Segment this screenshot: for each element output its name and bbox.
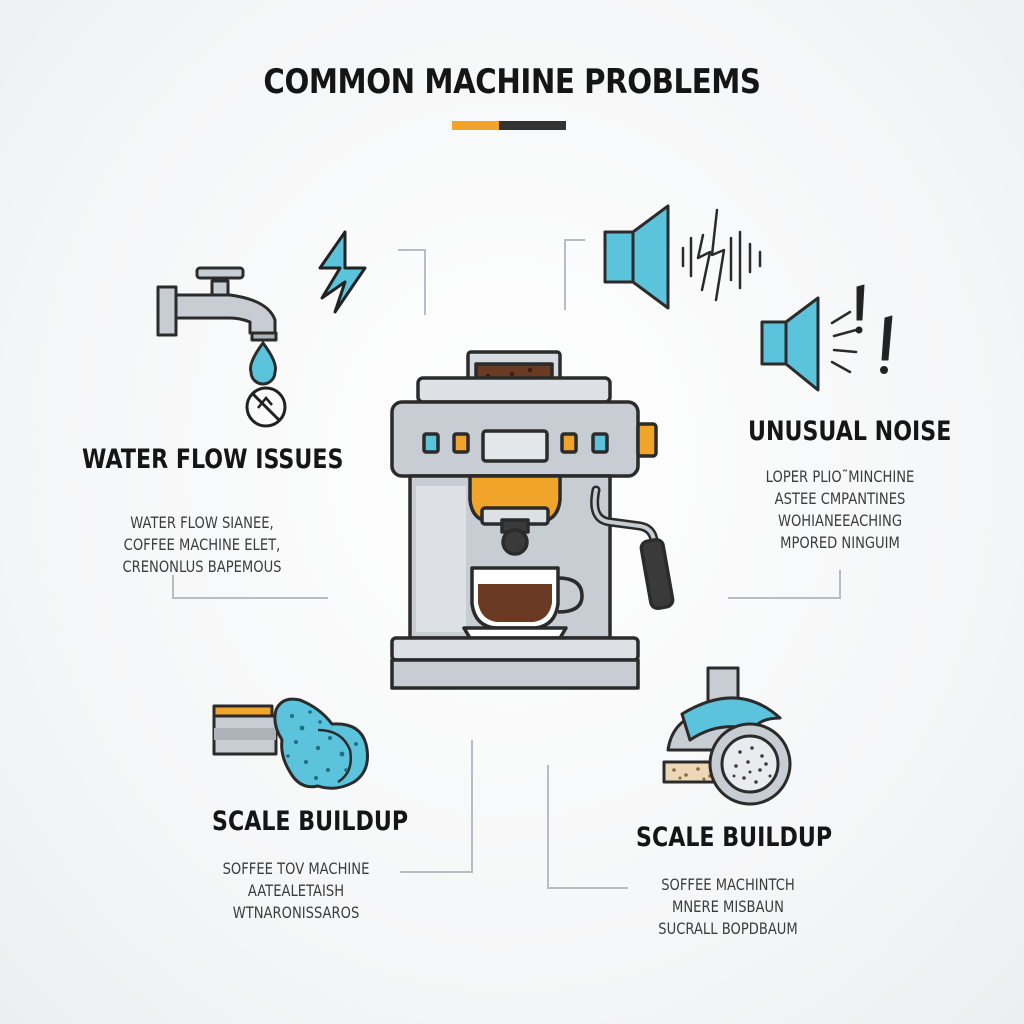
scale-right-line-3: SUCRALL BOPDBAUM bbox=[658, 919, 798, 938]
unusual-noise-line-1: LOPER PLIO˜MINCHINE bbox=[765, 467, 915, 486]
connector-top-right bbox=[564, 239, 585, 310]
faucet-icon bbox=[156, 266, 278, 342]
page-title: COMMON MACHINE PROBLEMS bbox=[263, 62, 761, 102]
water-flow-line-1: WATER FLOW SIANEE, bbox=[130, 513, 274, 532]
title-underline-dark bbox=[499, 121, 566, 130]
scale-buildup-left-heading: SCALE BUILDUP bbox=[212, 806, 409, 837]
water-flow-description: WATER FLOW SIANEE, COFFEE MACHINE ELET, … bbox=[112, 512, 292, 578]
water-drop-icon bbox=[249, 340, 277, 386]
scale-left-line-1: SOFFEE TOV MACHINE bbox=[222, 859, 370, 878]
speaker-wave-icon bbox=[603, 204, 762, 310]
title-underline-accent bbox=[452, 121, 499, 130]
unusual-noise-line-4: MPORED NINGUIM bbox=[780, 533, 900, 552]
scale-right-line-2: MNERE MISBAUN bbox=[672, 897, 784, 916]
unusual-noise-line-3: WOHIANEEACHING bbox=[777, 511, 903, 530]
connector-top-left bbox=[398, 249, 426, 315]
water-flow-line-2: COFFEE MACHINE ELET, bbox=[123, 535, 281, 554]
scale-left-line-3: WTNARONISSAROS bbox=[232, 903, 360, 922]
unusual-noise-line-2: ASTEE CMPANTINES bbox=[774, 489, 906, 508]
connector-mid-right bbox=[728, 570, 841, 599]
connector-bottom-left bbox=[400, 740, 473, 873]
connector-mid-left bbox=[172, 575, 328, 599]
scale-buildup-right-description: SOFFEE MACHINTCH MNERE MISBAUN SUCRALL B… bbox=[646, 874, 810, 940]
scaled-pipe-icon bbox=[212, 697, 369, 790]
no-flow-icon bbox=[245, 386, 287, 428]
scaled-filter-icon bbox=[662, 666, 792, 806]
speaker-alert-icon bbox=[760, 284, 893, 392]
espresso-machine-icon bbox=[390, 350, 675, 690]
scale-left-line-2: AATEALETAISH bbox=[247, 881, 345, 900]
unusual-noise-description: LOPER PLIO˜MINCHINE ASTEE CMPANTINES WOH… bbox=[750, 466, 930, 554]
lightning-icon bbox=[318, 230, 367, 314]
scale-buildup-left-description: SOFFEE TOV MACHINE AATEALETAISH WTNARONI… bbox=[214, 858, 378, 924]
connector-lines bbox=[172, 239, 841, 889]
scale-buildup-right-heading: SCALE BUILDUP bbox=[636, 822, 833, 853]
unusual-noise-heading: UNUSUAL NOISE bbox=[748, 416, 952, 447]
scale-right-line-1: SOFFEE MACHINTCH bbox=[661, 875, 795, 894]
water-flow-line-3: CRENONLUS BAPEMOUS bbox=[122, 557, 282, 576]
connector-bottom-right bbox=[547, 765, 628, 889]
water-flow-heading: WATER FLOW ISSUES bbox=[82, 444, 344, 475]
